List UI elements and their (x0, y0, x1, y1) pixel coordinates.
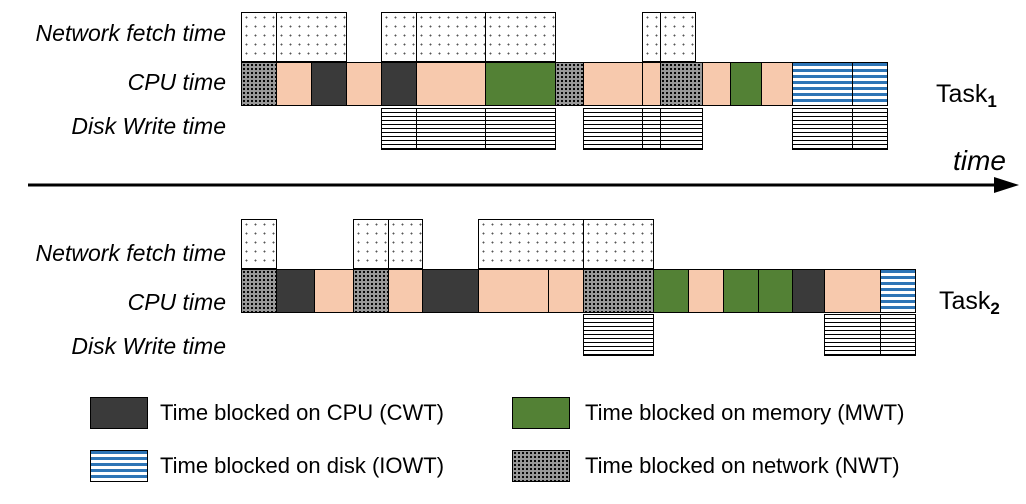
task2-cpu-segment-cwt (422, 269, 479, 313)
legend-cwt-label: Time blocked on CPU (CWT) (160, 400, 445, 425)
task1-cpu-segment-run (346, 62, 382, 106)
task1-cpu-row-label: CPU time (127, 69, 226, 95)
task1-cpu-segment-cwt (381, 62, 417, 106)
task1-network-segment (642, 12, 661, 62)
task2-cpu-segment-run (314, 269, 354, 313)
task1-cpu-segment-iowt (852, 62, 888, 106)
task2-cpu-segment-cwt (276, 269, 315, 313)
task2-cpu-segment-mwt (653, 269, 689, 313)
task2-cpu-segment-iowt (880, 269, 916, 313)
task1-network-row-label: Network fetch time (35, 20, 226, 46)
task2-cpu-segment-nwt (353, 269, 389, 313)
task1-cpu-segment-cwt (311, 62, 347, 106)
task1-network-segment (485, 12, 556, 62)
task1-cpu-segment-nwt (241, 62, 277, 106)
task2-cpu-segment-run (388, 269, 423, 313)
legend-iowt-label: Time blocked on disk (IOWT) (160, 453, 445, 478)
time-axis-arrow (28, 177, 1019, 193)
task1-network-segment (241, 12, 277, 62)
task2-disk-row-label: Disk Write time (71, 333, 226, 359)
task2-cpu-segment-nwt (583, 269, 654, 313)
task1-cpu-segment-run (702, 62, 731, 106)
task2-cpu-segment-mwt (758, 269, 793, 313)
task1-disk-row-label: Disk Write time (71, 113, 226, 139)
task1-label: Task1 (936, 79, 997, 117)
legend-nwt-swatch (512, 450, 570, 482)
task2-network-row-label: Network fetch time (35, 240, 226, 266)
task1-label-name: Task (936, 80, 988, 108)
task1-disk-segment (792, 108, 853, 150)
task2-disk-segment (880, 314, 916, 356)
task1-cpu-segment-nwt (555, 62, 584, 106)
task2-cpu-segment-run (548, 269, 584, 313)
task2-network-segment (478, 219, 584, 269)
task1-disk-segment (642, 108, 661, 150)
task1-cpu-segment-run (642, 62, 661, 106)
task2-disk-segment (824, 314, 881, 356)
task1-network-segment (276, 12, 347, 62)
task2-network-segment (241, 219, 277, 269)
task2-cpu-segment-run (478, 269, 549, 313)
task2-cpu-row-label: CPU time (127, 289, 226, 315)
task2-cpu-segment-run (688, 269, 724, 313)
task1-cpu-segment-run (761, 62, 793, 106)
task1-cpu-segment-run (583, 62, 643, 106)
task2-cpu-segment-run (824, 269, 881, 313)
legend-nwt-label: Time blocked on network (NWT) (585, 453, 900, 478)
task1-disk-segment (381, 108, 417, 150)
task1-disk-segment (416, 108, 486, 150)
task1-disk-segment (660, 108, 703, 150)
task1-disk-segment (852, 108, 888, 150)
task1-cpu-segment-mwt (730, 62, 762, 106)
legend-mwt-swatch (512, 397, 570, 429)
task2-cpu-segment-cwt (792, 269, 825, 313)
task2-cpu-segment-mwt (723, 269, 759, 313)
task2-label-name: Task (939, 287, 991, 315)
task1-network-segment (416, 12, 486, 62)
task1-disk-segment (485, 108, 556, 150)
task1-label-subscript: 1 (987, 92, 997, 111)
legend-mwt-label: Time blocked on memory (MWT) (585, 400, 905, 425)
legend-cwt-swatch (90, 397, 148, 429)
task1-cpu-segment-run (276, 62, 312, 106)
task1-cpu-segment-mwt (485, 62, 556, 106)
task2-label-subscript: 2 (990, 299, 1000, 318)
task1-cpu-segment-iowt (792, 62, 853, 106)
task1-cpu-segment-nwt (660, 62, 703, 106)
task2-network-segment (353, 219, 389, 269)
task2-network-segment (583, 219, 654, 269)
task1-network-segment (381, 12, 417, 62)
task1-network-segment (660, 12, 696, 62)
task2-network-segment (388, 219, 423, 269)
time-axis-arrowhead (994, 177, 1019, 193)
time-axis-label: time (953, 145, 1006, 176)
legend-iowt-swatch (90, 450, 148, 482)
task2-label: Task2 (939, 286, 1000, 324)
task1-disk-segment (583, 108, 643, 150)
task2-disk-segment (583, 314, 654, 356)
task2-cpu-segment-nwt (241, 269, 277, 313)
task1-cpu-segment-run (416, 62, 486, 106)
